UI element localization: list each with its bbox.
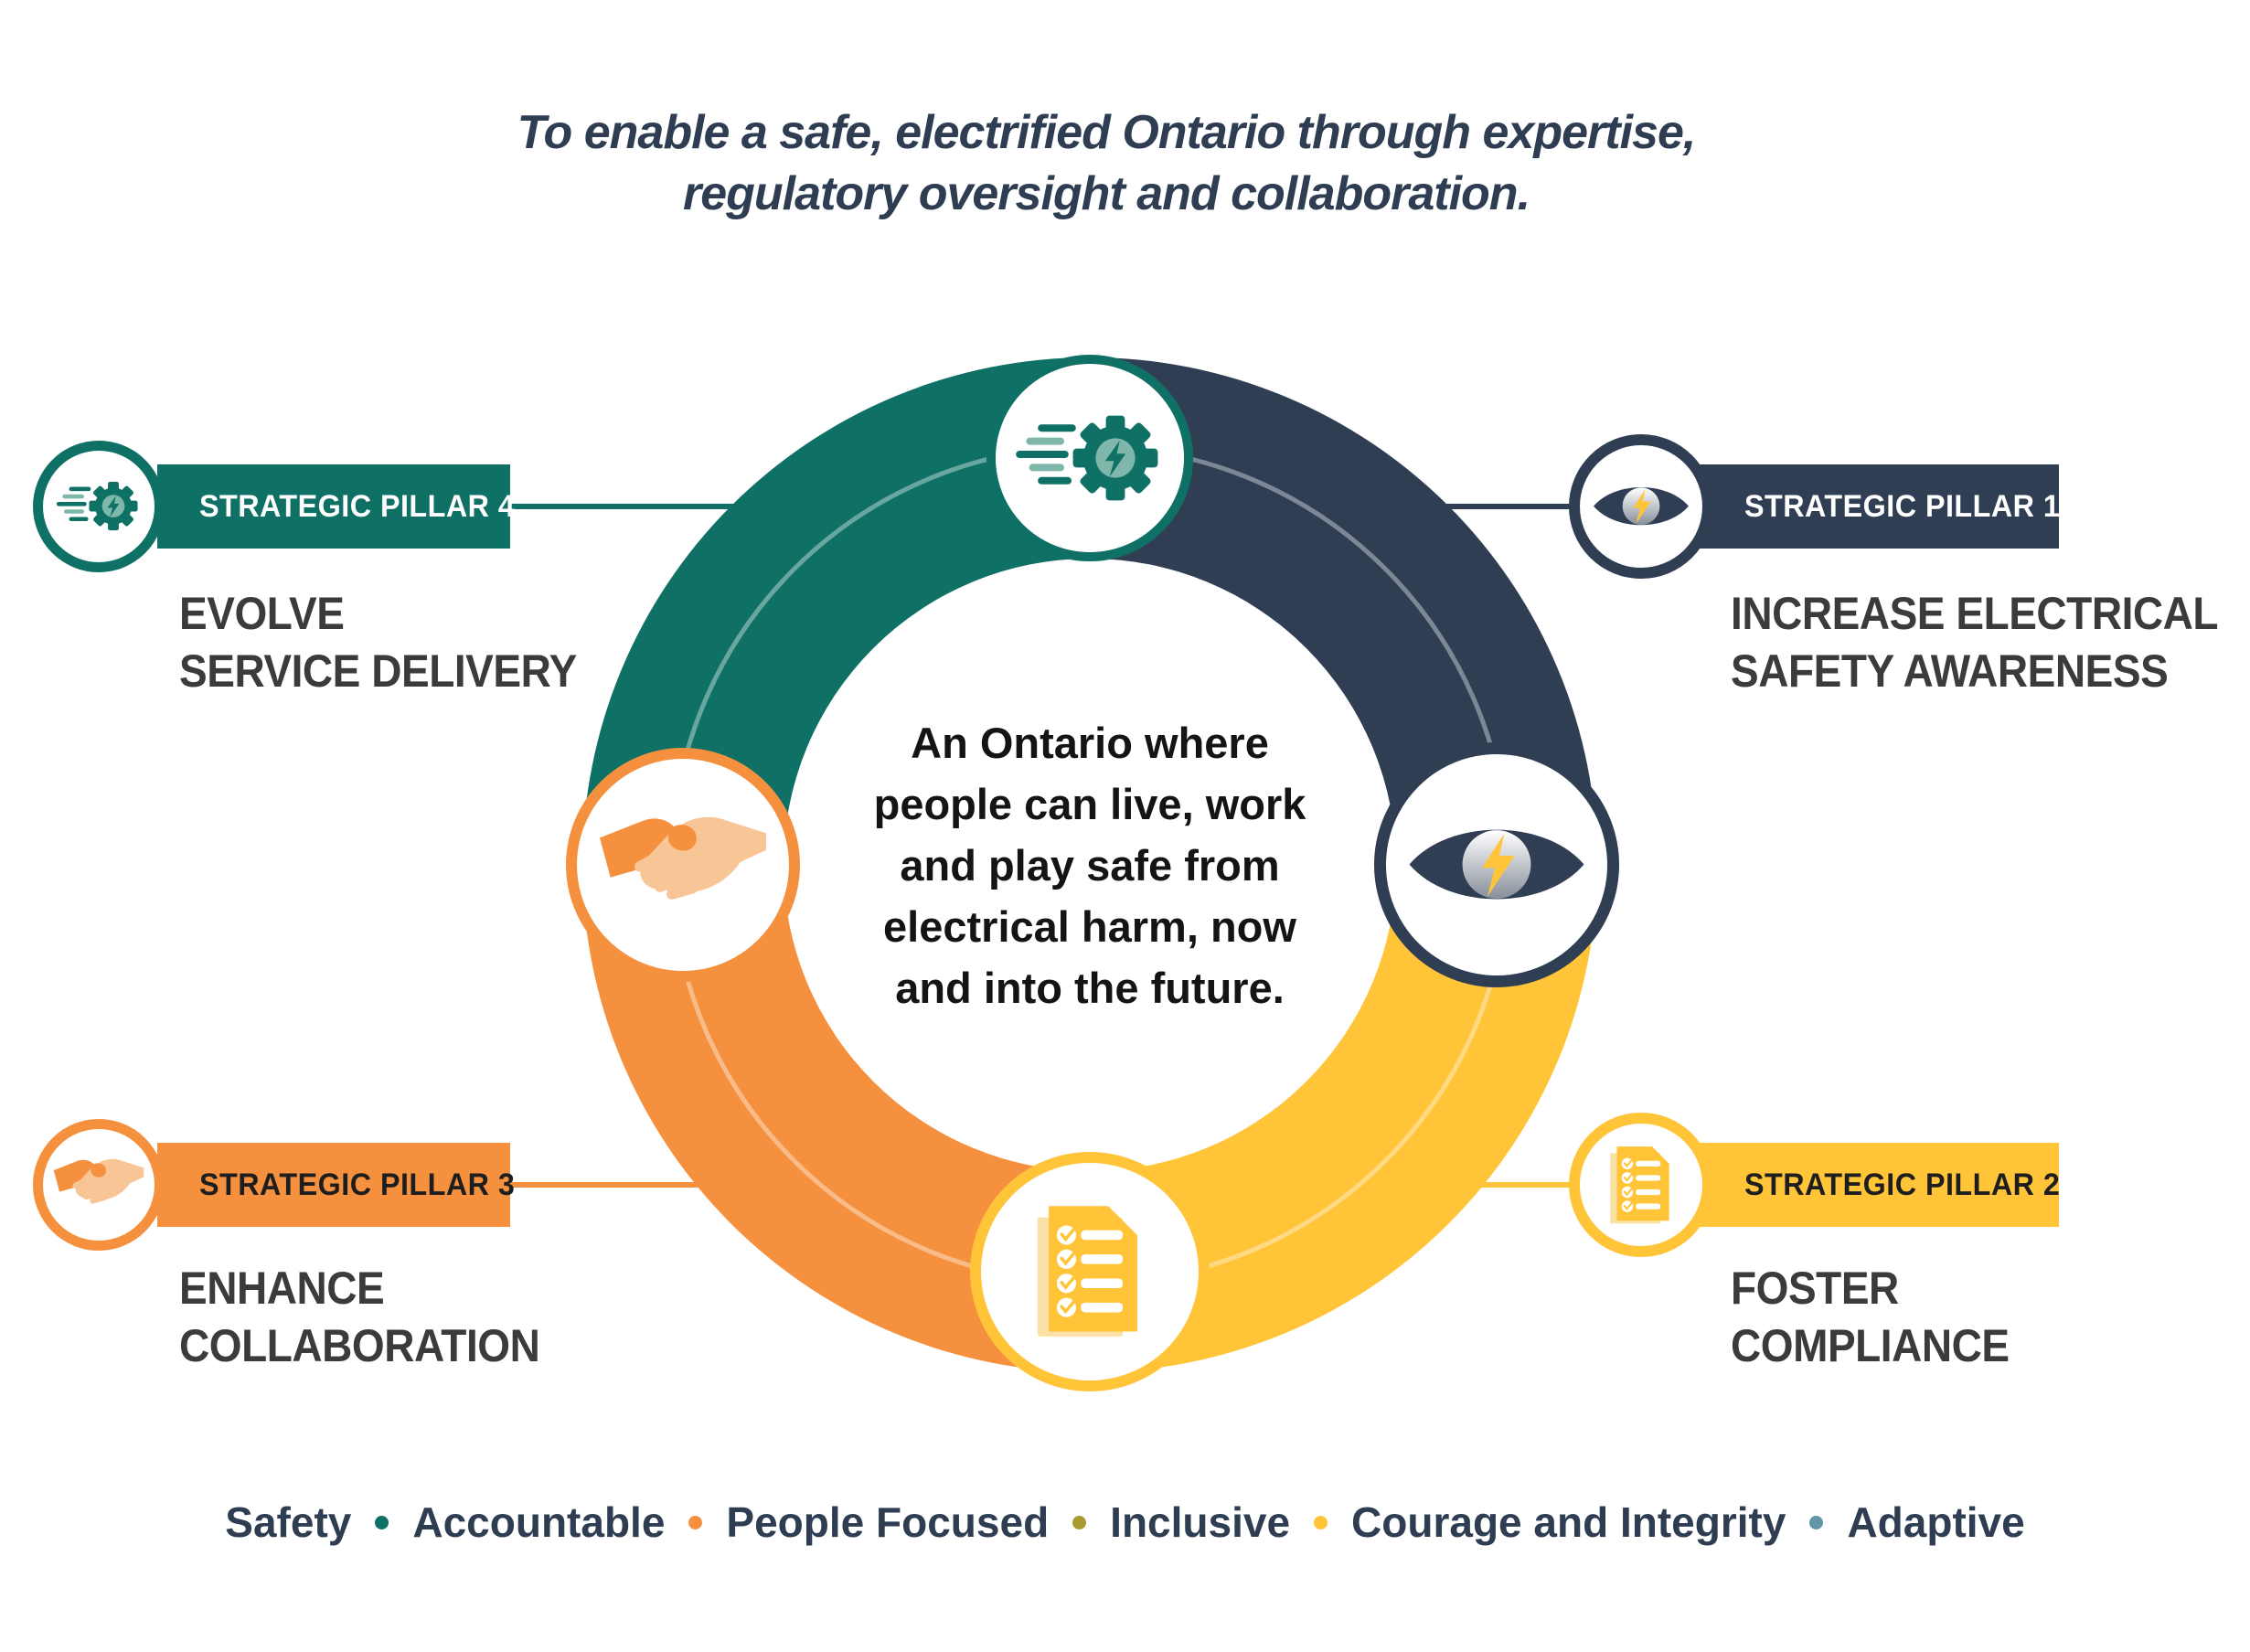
vision-circle: An Ontario where people can live, work a… xyxy=(784,559,1396,1171)
handshake-ring-icon xyxy=(566,748,800,982)
speed-gear-icon xyxy=(56,482,138,531)
pillar2-heading: FOSTER COMPLIANCE xyxy=(1731,1260,2010,1375)
eye-lightning-ring-icon xyxy=(1374,742,1619,987)
pillar2-heading-line2: COMPLIANCE xyxy=(1731,1320,2010,1371)
pillar2-checklist-icon xyxy=(1569,1113,1713,1257)
pillar4-heading-line2: SERVICE DELIVERY xyxy=(179,645,577,697)
value-separator-dot xyxy=(688,1515,703,1529)
value-item: Courage and Integrity xyxy=(1351,1498,1786,1546)
values-list: Safety Accountable People Focused Inclus… xyxy=(0,1497,2250,1547)
pillar4-badge-label: STRATEGIC PILLAR 4 xyxy=(199,488,516,524)
checklist-icon xyxy=(1610,1146,1669,1223)
speed-gear-icon xyxy=(1016,415,1158,501)
pillar4-connector-line xyxy=(505,504,744,509)
pillar1-connector-line xyxy=(1441,504,1576,509)
pillar1-heading-line2: SAFETY AWARENESS xyxy=(1731,645,2169,697)
mission-line-2: regulatory oversight and collaboration. xyxy=(682,166,1530,220)
pillar2-heading-line1: FOSTER xyxy=(1731,1263,1899,1314)
pillar2-connector-line xyxy=(1474,1182,1576,1188)
vision-line: An Ontario where xyxy=(911,718,1269,767)
pillar4-heading-line1: EVOLVE xyxy=(179,588,345,639)
pillar3-heading-line1: ENHANCE xyxy=(179,1263,385,1314)
value-item: Adaptive xyxy=(1847,1498,2025,1546)
pillar2-badge-label: STRATEGIC PILLAR 2 xyxy=(1744,1167,2061,1202)
pillar1-badge-label: STRATEGIC PILLAR 1 xyxy=(1744,488,2061,524)
handshake-icon xyxy=(53,1158,144,1204)
value-separator-dot xyxy=(1072,1515,1087,1529)
checklist-ring-icon xyxy=(970,1152,1210,1391)
vision-line: people can live, work xyxy=(873,779,1306,828)
value-item: Safety xyxy=(225,1498,352,1546)
value-separator-dot xyxy=(1314,1515,1328,1529)
pillar1-eye-lightning-icon xyxy=(1569,434,1713,579)
handshake-icon xyxy=(600,817,766,901)
pillar1-heading: INCREASE ELECTRICAL SAFETY AWARENESS xyxy=(1731,585,2219,700)
mission-line-1: To enable a safe, electrified Ontario th… xyxy=(517,106,1697,159)
pillar3-heading-line2: COLLABORATION xyxy=(179,1320,540,1371)
value-item: Accountable xyxy=(412,1498,666,1546)
vision-line: and into the future. xyxy=(895,963,1285,1012)
pillar3-badge: STRATEGIC PILLAR 3 xyxy=(157,1143,515,1227)
value-item: Inclusive xyxy=(1110,1498,1291,1546)
value-item: People Focused xyxy=(726,1498,1050,1546)
mission-statement: To enable a safe, electrified Ontario th… xyxy=(0,102,2213,224)
speed-gear-ring-icon xyxy=(986,355,1193,561)
eye-lightning-icon xyxy=(1594,487,1689,526)
vision-statement: An Ontario where people can live, work a… xyxy=(874,712,1306,1018)
pillar4-speed-gear-icon xyxy=(33,441,165,572)
vision-line: electrical harm, now xyxy=(883,901,1296,951)
pillar3-heading: ENHANCE COLLABORATION xyxy=(179,1260,540,1375)
pillar1-badge: STRATEGIC PILLAR 1 xyxy=(1680,464,2061,549)
pillar2-badge: STRATEGIC PILLAR 2 xyxy=(1680,1143,2061,1227)
value-separator-dot xyxy=(1809,1515,1824,1529)
pillar3-badge-label: STRATEGIC PILLAR 3 xyxy=(199,1167,516,1202)
pillar1-heading-line1: INCREASE ELECTRICAL xyxy=(1731,588,2219,639)
eye-lightning-icon xyxy=(1409,830,1584,900)
pillar3-handshake-icon xyxy=(33,1119,165,1251)
value-separator-dot xyxy=(375,1515,389,1529)
pillar4-heading: EVOLVE SERVICE DELIVERY xyxy=(179,585,577,700)
pillar3-connector-line xyxy=(505,1182,706,1188)
vision-line: and play safe from xyxy=(900,840,1280,890)
pillar4-badge: STRATEGIC PILLAR 4 xyxy=(157,464,515,549)
checklist-icon xyxy=(1037,1206,1137,1337)
